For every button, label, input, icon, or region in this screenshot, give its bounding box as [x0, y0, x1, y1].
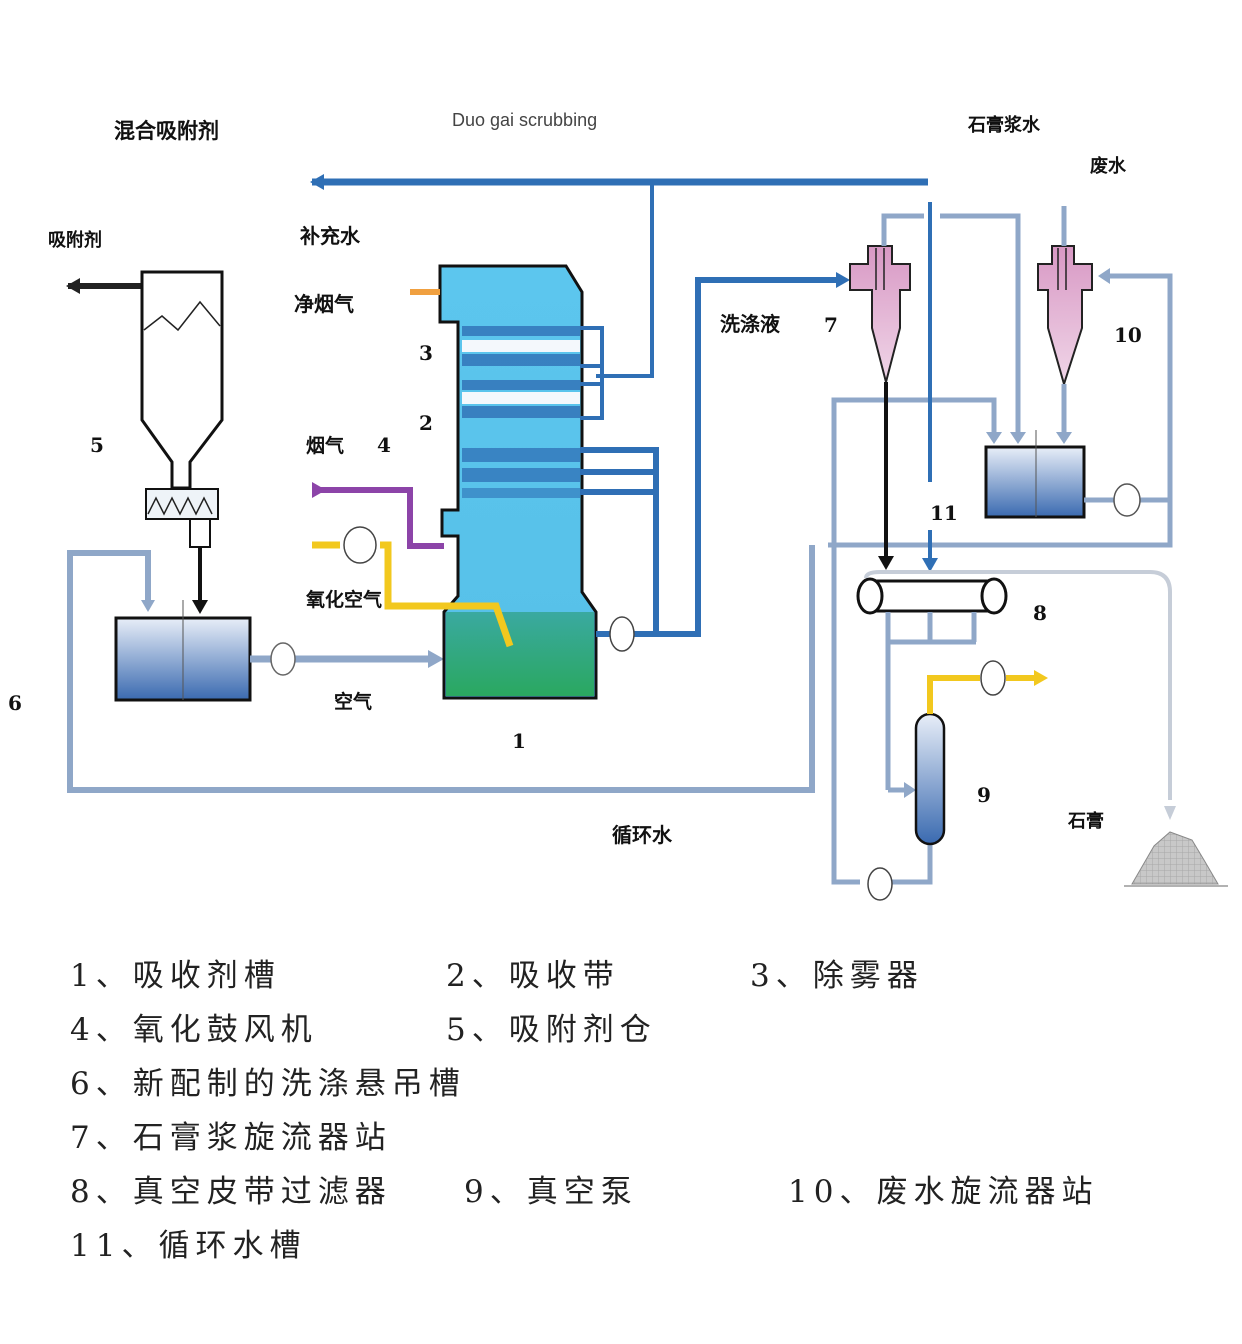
filtrate-pump-icon	[867, 867, 893, 901]
label-mixed-adsorbent: 混合吸附剂	[114, 119, 219, 143]
spray-level	[462, 488, 580, 498]
label-waste-water: 废水	[1090, 155, 1127, 177]
waste-water-cyclone	[1037, 245, 1093, 388]
flue-gas-inlet-pipe	[312, 482, 444, 549]
diagram-title: Duo gai scrubbing	[452, 110, 597, 130]
spray-level	[462, 448, 580, 462]
vacuum-exhaust-pipe	[927, 670, 1048, 714]
circulating-water-pipe	[922, 202, 938, 572]
gypsum-cyclone	[849, 245, 911, 386]
equipment-number-9: 9	[977, 783, 991, 807]
equipment-number-4: 4	[377, 433, 391, 457]
makeup-water-pipe	[310, 174, 928, 378]
oxidation-air-pipe	[312, 541, 514, 648]
equipment-number-11: 11	[930, 501, 958, 525]
equipment-number-3: 3	[419, 341, 433, 365]
slurry-feed-pump-icon	[270, 642, 296, 676]
filtrate-pipes	[831, 545, 977, 885]
demister-layer	[462, 380, 580, 390]
demister-layer	[462, 326, 580, 336]
gypsum-pile-icon	[1131, 831, 1219, 885]
equipment-number-10: 10	[1114, 323, 1142, 347]
gypsum-underflow-pipe	[878, 382, 894, 570]
label-oxidation-air: 氧化空气	[306, 588, 382, 611]
slurry-feed-pipe	[250, 642, 444, 676]
adsorbent-silo	[66, 270, 224, 614]
equipment-number-2: 2	[419, 411, 433, 435]
label-wash-liquid: 洗涤液	[720, 312, 781, 336]
demister-layer	[462, 406, 580, 418]
label-air: 空气	[334, 690, 372, 713]
absorber-tower	[438, 264, 598, 700]
recirculation-pump-icon	[609, 616, 635, 652]
circulating-water-pump-icon	[1113, 483, 1141, 517]
equipment-number-1: 1	[512, 729, 526, 753]
circulating-water-return-pipe	[67, 545, 815, 793]
label-raw-gas: 烟气	[306, 434, 344, 457]
label-circulating-water: 循环水	[612, 823, 673, 847]
equipment-number-7: 7	[824, 313, 838, 337]
label-left-feed: 吸附剂	[48, 229, 102, 251]
equipment-number-8: 8	[1033, 601, 1047, 625]
oxidation-blower-icon	[343, 526, 377, 564]
demister-layer	[462, 354, 580, 366]
demister-gap	[462, 340, 580, 352]
vacuum-blower-icon	[980, 660, 1006, 696]
spray-level	[462, 468, 580, 482]
label-makeup-water: 补充水	[299, 224, 361, 248]
vacuum-belt-filter	[856, 570, 1176, 820]
label-gypsum-slurry-water: 石膏浆水	[967, 114, 1041, 136]
label-clean-gas: 净烟气	[294, 292, 354, 316]
equipment-number-6: 6	[8, 691, 22, 715]
demister-wash-pipes	[580, 326, 604, 420]
vacuum-pump	[914, 712, 946, 846]
fresh-slurry-tank	[114, 600, 252, 702]
circulating-water-tank	[984, 430, 1141, 519]
equipment-number-5: 5	[90, 433, 104, 457]
demister-gap	[462, 392, 580, 404]
cyclone-overflow-pipes	[828, 206, 1173, 548]
label-gypsum: 石膏	[1067, 810, 1104, 832]
